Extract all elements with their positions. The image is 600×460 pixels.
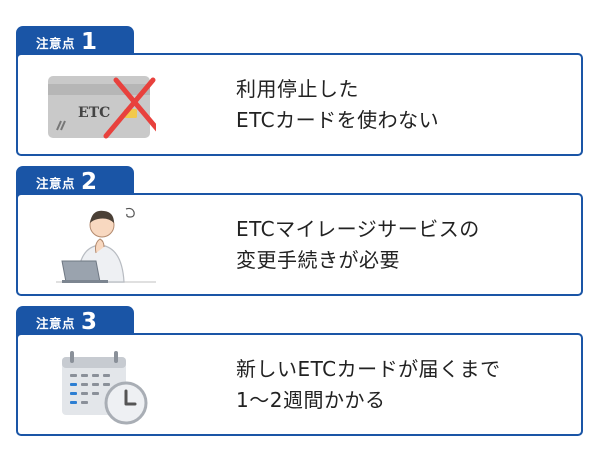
tab-label: 注意点 (36, 315, 76, 331)
tab-label: 注意点 (36, 175, 76, 191)
tab-number: 1 (81, 28, 98, 55)
caution-text-3: 新しいETCカードが届くまで 1〜2週間かかる (236, 354, 501, 416)
calendar-clock-icon (62, 351, 148, 425)
text-line: 1〜2週間かかる (236, 387, 386, 412)
text-line: 利用停止した (236, 76, 359, 101)
caution-tab-2: 注意点 2 (16, 166, 134, 198)
text-line: 変更手続きが必要 (236, 247, 400, 272)
caution-tab-3: 注意点 3 (16, 306, 134, 338)
caution-card-2: ETCマイレージサービスの 変更手続きが必要 (16, 193, 583, 296)
tab-label: 注意点 (36, 35, 76, 51)
tab-number: 3 (81, 308, 98, 335)
caution-text-2: ETCマイレージサービスの 変更手続きが必要 (236, 214, 480, 276)
person-at-laptop-icon (56, 207, 156, 283)
caution-text-1: 利用停止した ETCカードを使わない (236, 74, 439, 136)
caution-tab-1: 注意点 1 (16, 26, 134, 58)
etc-card-crossed-icon: ETC (48, 76, 156, 139)
text-line: 新しいETCカードが届くまで (236, 356, 501, 381)
text-line: ETCマイレージサービスの (236, 216, 480, 241)
etc-card-text: ETC (78, 105, 110, 121)
caution-card-1: ETC 利用停止した ETCカードを使わない (16, 53, 583, 156)
tab-number: 2 (81, 168, 98, 195)
caution-card-3: 新しいETCカードが届くまで 1〜2週間かかる (16, 333, 583, 436)
text-line: ETCカードを使わない (236, 107, 440, 132)
